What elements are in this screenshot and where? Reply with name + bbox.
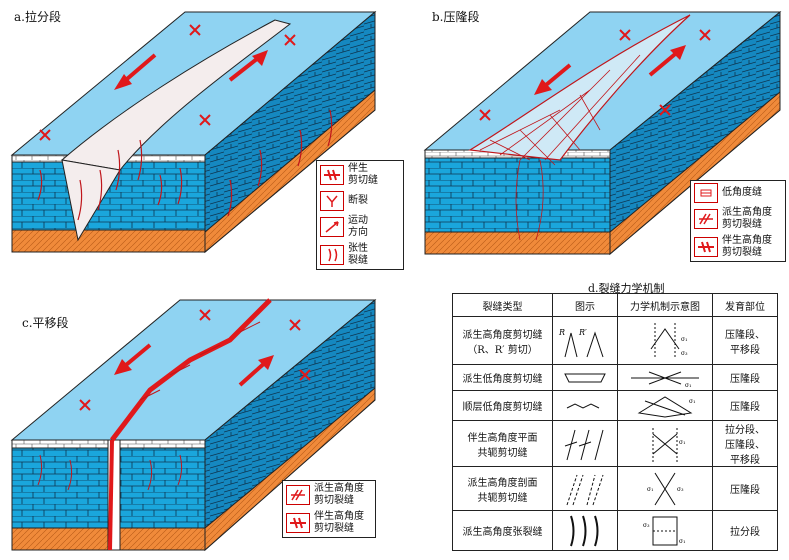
svg-text:σ₁: σ₁	[681, 336, 688, 343]
pull-apart-basin	[60, 19, 292, 171]
legend-a: 伴生 剪切缝断裂运动 方向张性 裂缝	[316, 160, 404, 270]
legend_b-item: 派生高角度 剪切裂缝	[691, 205, 785, 233]
header-location: 发育部位	[712, 293, 778, 317]
header-mechanism: 力学机制示意图	[617, 293, 713, 317]
svg-text:σ₁: σ₁	[689, 398, 696, 405]
location-cell: 压隆段	[712, 466, 778, 511]
table-row: 伴生高角度平面 共轭剪切缝 σ₁ 拉分段、 压隆段、 平移段	[452, 420, 778, 467]
front-face-b	[424, 149, 611, 233]
block-b	[423, 10, 782, 256]
panel-label-b: b.压隆段	[432, 10, 480, 24]
legend_b-label: 伴生高角度 剪切裂缝	[722, 235, 772, 258]
mechanism-diagram-cell: σ₃ σ₁	[617, 510, 713, 551]
svg-text:σ₃: σ₃	[643, 522, 650, 529]
fracture-diagram-cell: R R′	[552, 316, 618, 365]
tension-fracture-icon	[320, 245, 344, 265]
mechanism-diagram-cell: σ₁	[617, 364, 713, 391]
strike-slip-fault	[110, 298, 272, 442]
legend_a-item: 伴生 剪切缝	[317, 161, 403, 189]
panel-label-a: a.拉分段	[14, 10, 61, 24]
mechanism-diagram-cell: σ₁	[617, 390, 713, 421]
fracture-diagram-cell	[552, 364, 618, 391]
legend_b-item: 低角度缝	[691, 181, 785, 205]
svg-text:R′: R′	[578, 328, 587, 337]
red-cross-icon	[286, 513, 310, 533]
block-a	[10, 10, 377, 254]
block-c	[10, 298, 377, 552]
table-row: 派生高角度张裂缝 σ₃ σ₁ 拉分段	[452, 510, 778, 551]
base-layer-a	[11, 229, 206, 253]
table-row: 派生高角度剖面 共轭剪切缝 σ₁ σ₃ 压隆段	[452, 466, 778, 511]
fracture-type-cell: 派生低角度剪切缝	[452, 364, 553, 391]
location-cell: 拉分段	[712, 510, 778, 551]
mechanics-table: 裂缝类型 图示 力学机制示意图 发育部位 派生高角度剪切缝 （R、R′ 剪切）R…	[452, 293, 778, 551]
header-fracture-type: 裂缝类型	[452, 293, 553, 317]
legend_c-item: 伴生高角度 剪切裂缝	[283, 509, 375, 537]
mechanism-diagram-cell: σ₁ σ₃	[617, 316, 713, 365]
legend-c: 派生高角度 剪切裂缝伴生高角度 剪切裂缝	[282, 480, 376, 538]
legend_c-item: 派生高角度 剪切裂缝	[283, 481, 375, 509]
svg-text:R: R	[558, 328, 565, 337]
legend_b-label: 低角度缝	[722, 187, 762, 198]
fracture-type-cell: 派生高角度张裂缝	[452, 510, 553, 551]
location-cell: 压隆段	[712, 364, 778, 391]
svg-text:σ₁: σ₁	[647, 486, 654, 493]
location-cell: 压隆段、 平移段	[712, 316, 778, 365]
legend_c-label: 派生高角度 剪切裂缝	[314, 483, 364, 506]
motion-arrow-icon	[320, 217, 344, 237]
fracture-diagram-cell	[552, 510, 618, 551]
fracture-diagram-cell	[552, 420, 618, 467]
legend_b-item: 伴生高角度 剪切裂缝	[691, 233, 785, 261]
legend-b: 低角度缝派生高角度 剪切裂缝伴生高角度 剪切裂缝	[690, 180, 786, 262]
mechanism-diagram-cell: σ₁	[617, 420, 713, 467]
table-row: 派生低角度剪切缝 σ₁ 压隆段	[452, 364, 778, 391]
fracture-diagram-cell	[552, 466, 618, 511]
table-row: 顺层低角度剪切缝 σ₁ 压隆段	[452, 390, 778, 421]
legend_a-label: 伴生 剪切缝	[348, 163, 378, 186]
header-diagram: 图示	[552, 293, 618, 317]
derived-high-angle-icon	[286, 485, 310, 505]
legend_a-label: 张性 裂缝	[348, 243, 368, 266]
mechanism-diagram-cell: σ₁ σ₃	[617, 466, 713, 511]
svg-text:σ₃: σ₃	[681, 350, 688, 357]
location-cell: 压隆段	[712, 390, 778, 421]
table-row: 派生高角度剪切缝 （R、R′ 剪切） R R′ σ₁ σ₃ 压隆段、 平移段	[452, 316, 778, 365]
low-angle-icon	[694, 183, 718, 203]
y-fracture-icon	[320, 191, 344, 211]
red-cross-icon	[694, 237, 718, 257]
svg-text:σ₁: σ₁	[679, 439, 686, 446]
push-up-zone	[468, 14, 691, 161]
svg-text:σ₁: σ₁	[679, 538, 686, 545]
svg-text:σ₃: σ₃	[677, 486, 684, 493]
fracture-type-cell: 派生高角度剖面 共轭剪切缝	[452, 466, 553, 511]
svg-text:σ₁: σ₁	[685, 382, 692, 389]
legend_a-item: 张性 裂缝	[317, 241, 403, 269]
red-cross-icon	[320, 165, 344, 185]
fracture-type-cell: 派生高角度剪切缝 （R、R′ 剪切）	[452, 316, 553, 365]
derived-high-angle-icon	[694, 209, 718, 229]
fracture-type-cell: 顺层低角度剪切缝	[452, 390, 553, 421]
legend_a-label: 断裂	[348, 195, 368, 206]
legend_c-label: 伴生高角度 剪切裂缝	[314, 511, 364, 534]
legend_a-item: 运动 方向	[317, 213, 403, 241]
legend_a-label: 运动 方向	[348, 215, 368, 238]
legend_a-item: 断裂	[317, 189, 403, 213]
legend_b-label: 派生高角度 剪切裂缝	[722, 207, 772, 230]
fracture-type-cell: 伴生高角度平面 共轭剪切缝	[452, 420, 553, 467]
location-cell: 拉分段、 压隆段、 平移段	[712, 420, 778, 467]
panel-label-c: c.平移段	[22, 316, 69, 330]
fracture-diagram-cell	[552, 390, 618, 421]
panel-label-d: d.裂缝力学机制	[588, 282, 665, 295]
